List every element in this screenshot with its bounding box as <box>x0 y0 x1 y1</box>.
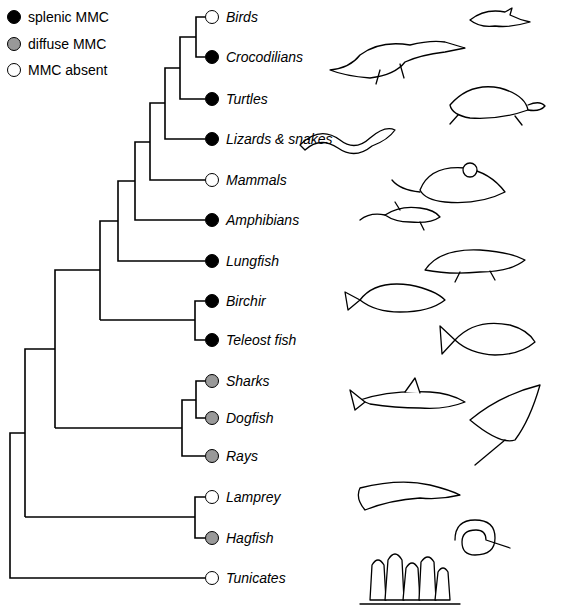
taxon-label: Amphibians <box>226 211 299 229</box>
taxon-label: Birds <box>226 8 258 26</box>
taxon-label: Lungfish <box>226 252 279 270</box>
taxon-label: Rays <box>226 447 258 465</box>
ray-tail <box>475 440 505 465</box>
trait-dots <box>206 11 219 585</box>
taxon-label: Crocodilians <box>226 48 303 66</box>
animal-drawings <box>300 8 545 604</box>
lamprey-drawing <box>358 482 460 510</box>
taxon-label: Teleost fish <box>226 331 296 349</box>
shark-drawing <box>360 392 465 409</box>
teleost-drawing <box>455 323 535 355</box>
crocodile-legs <box>376 64 404 84</box>
birchir-drawing <box>360 284 445 312</box>
birchir-tail <box>345 292 360 310</box>
mouse-ear <box>463 163 477 177</box>
taxon-label: Mammals <box>226 171 287 189</box>
legend-swatch <box>7 63 21 77</box>
lungfish-fins <box>455 271 495 282</box>
phylogenetic-tree <box>10 17 205 578</box>
taxon-label: Sharks <box>226 372 270 390</box>
ray-drawing <box>470 385 540 441</box>
turtle-limbs <box>450 103 545 125</box>
taxon-label: Tunicates <box>226 569 286 587</box>
legend-text: MMC absent <box>28 61 107 79</box>
salamander-limbs <box>360 202 424 230</box>
legend-text: diffuse MMC <box>28 35 106 53</box>
tunicate-drawing <box>360 554 460 604</box>
taxon-label: Lamprey <box>226 488 280 506</box>
taxon-label: Lizards & snakes <box>226 130 333 148</box>
turtle-drawing <box>450 87 528 119</box>
legend-text: splenic MMC <box>28 8 109 26</box>
taxon-label: Turtles <box>226 90 268 108</box>
legend-swatch <box>7 37 21 51</box>
mouse-drawing <box>420 168 505 203</box>
crocodile-drawing <box>330 41 465 78</box>
mouse-tail <box>392 180 420 192</box>
taxon-label: Birchir <box>226 292 266 310</box>
salamander-drawing <box>385 207 440 222</box>
bird-drawing <box>470 8 530 27</box>
taxon-label: Hagfish <box>226 529 273 547</box>
shark-fins <box>350 378 420 410</box>
teleost-tail <box>440 326 455 354</box>
taxon-label: Dogfish <box>226 409 273 427</box>
hagfish-drawing <box>455 520 510 555</box>
legend-swatch <box>7 10 21 24</box>
lungfish-drawing <box>425 250 525 273</box>
